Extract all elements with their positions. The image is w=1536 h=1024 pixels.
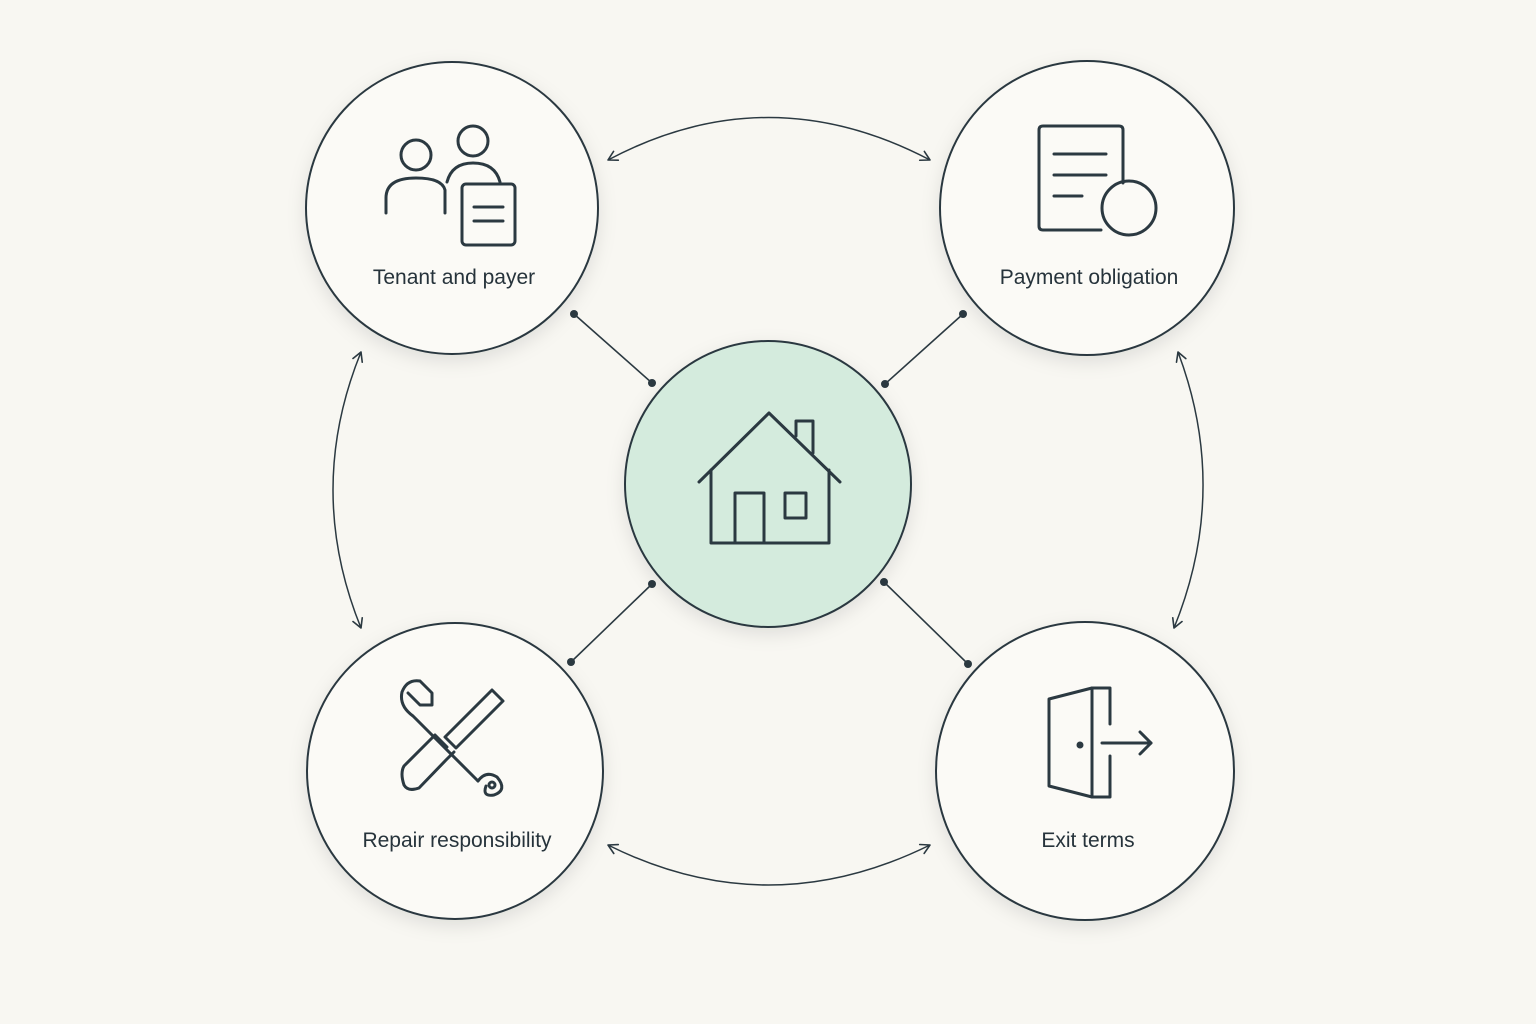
connector-exit xyxy=(883,581,969,665)
node-tenant-and-payer: Tenant and payer xyxy=(305,61,599,355)
center-node-home xyxy=(624,340,912,628)
people-document-icon xyxy=(384,124,517,247)
connector-dot xyxy=(648,379,656,387)
arrow-repair-tenant xyxy=(332,351,364,629)
node-label-tenant: Tenant and payer xyxy=(373,266,535,289)
connector-tenant xyxy=(573,313,653,384)
house-icon xyxy=(697,411,842,545)
node-label-repair: Repair responsibility xyxy=(362,829,552,852)
node-exit-terms: Exit terms xyxy=(935,621,1235,921)
arrow-tenant-payment xyxy=(607,116,931,162)
door-exit-icon xyxy=(1047,686,1153,799)
arrow-exit-repair xyxy=(607,843,931,886)
hub-connectors xyxy=(567,310,972,668)
document-coin-icon xyxy=(1037,124,1158,237)
connector-dot xyxy=(570,310,578,318)
node-label-payment: Payment obligation xyxy=(1000,266,1179,289)
connector-dot xyxy=(648,580,656,588)
cycle-arrows xyxy=(332,116,1204,886)
connector-repair xyxy=(570,583,653,663)
connector-payment xyxy=(884,313,964,385)
node-payment-obligation: Payment obligation xyxy=(939,60,1235,356)
connector-dot xyxy=(964,660,972,668)
connector-dot xyxy=(959,310,967,318)
node-label-exit: Exit terms xyxy=(1041,829,1134,852)
connector-dot xyxy=(880,578,888,586)
wrench-screwdriver-icon xyxy=(400,679,505,797)
connector-dot xyxy=(881,380,889,388)
node-repair-responsibility: Repair responsibility xyxy=(306,622,604,920)
connector-dot xyxy=(567,658,575,666)
arrow-payment-exit xyxy=(1171,351,1204,629)
